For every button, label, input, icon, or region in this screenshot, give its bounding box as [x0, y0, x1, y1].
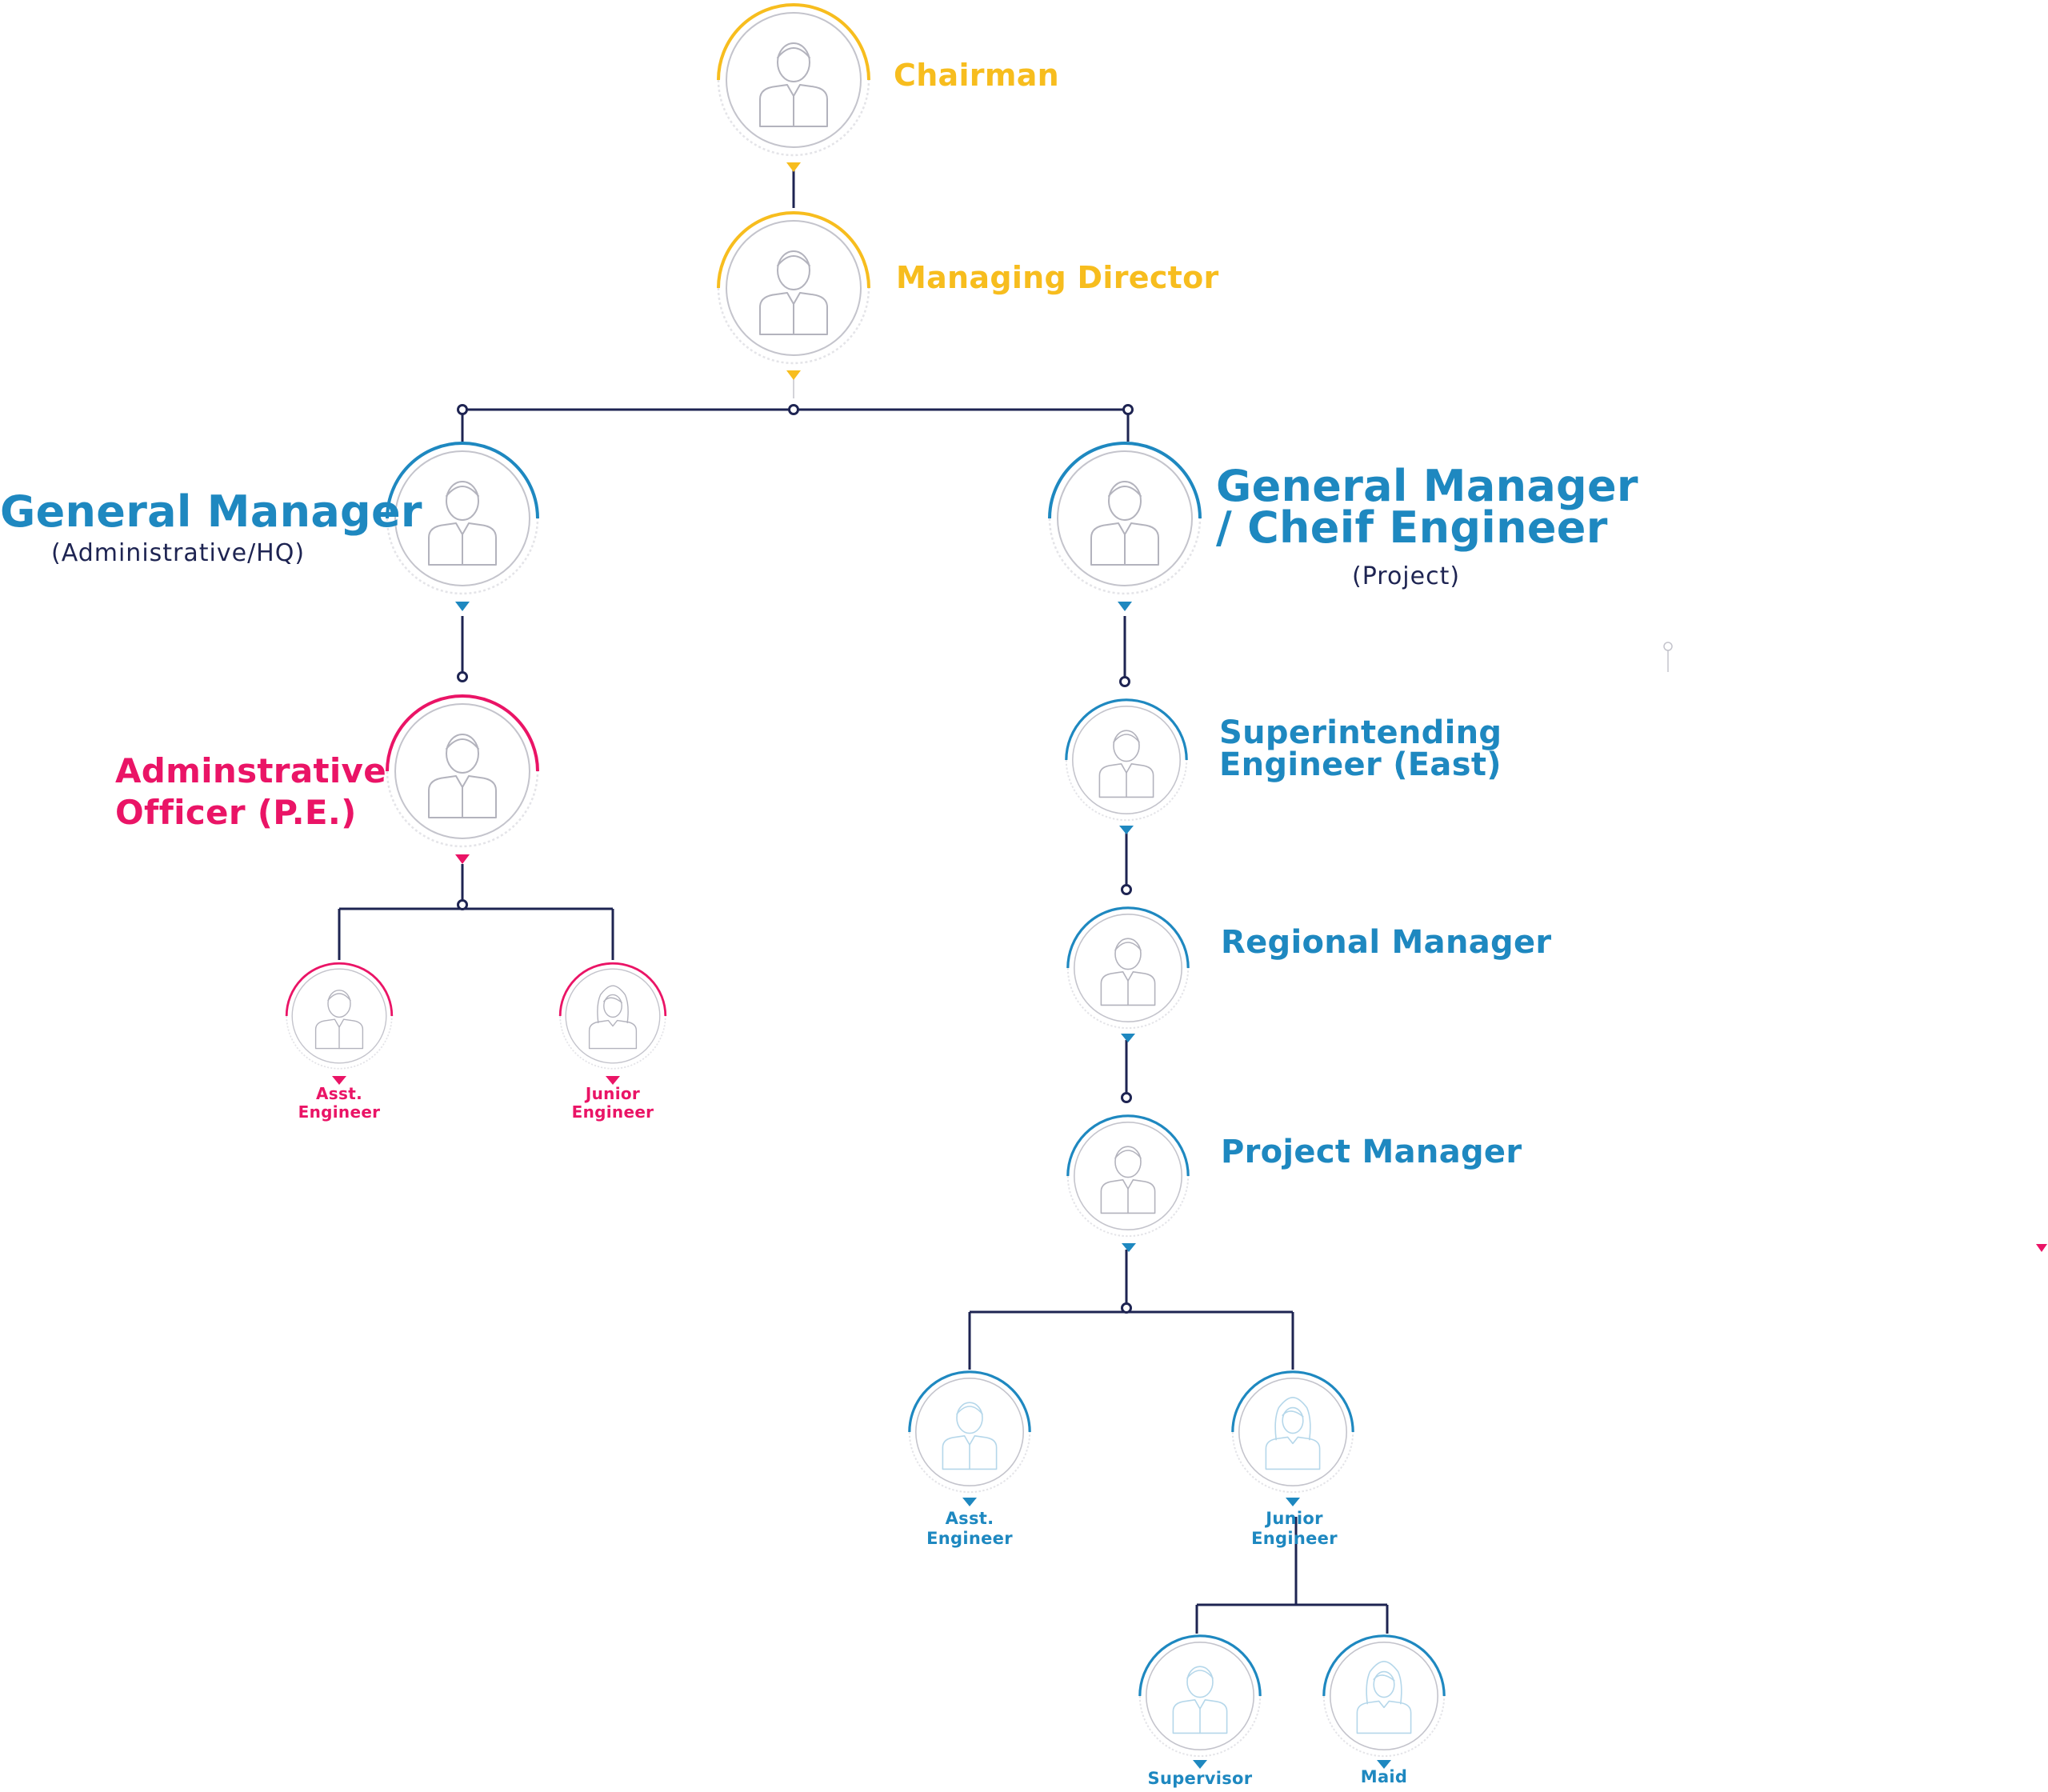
pointer-superintending — [1119, 826, 1134, 834]
project-asst-engineer-line2: Engineer — [926, 1529, 1013, 1548]
node-project-junior-engineer[interactable] — [1229, 1368, 1357, 1496]
superintending-engineer-line2: Engineer (East) — [1219, 746, 1502, 783]
superintending-engineer-label: Superintending Engineer (East) — [1219, 717, 1502, 781]
project-junior-engineer-line1: Junior — [1266, 1509, 1323, 1528]
pointer-regional — [1121, 1034, 1135, 1042]
male-avatar-icon — [717, 3, 870, 157]
pointer-gm-project — [1118, 602, 1132, 611]
project-asst-engineer-line1: Asst. — [945, 1509, 994, 1528]
node-admin-officer[interactable] — [382, 691, 542, 851]
node-gm-admin[interactable] — [382, 438, 542, 598]
pointer-gm-admin — [455, 602, 470, 611]
admin-asst-engineer-line1: Asst. — [316, 1084, 362, 1103]
node-regional-manager[interactable] — [1064, 904, 1192, 1032]
male-avatar-icon — [386, 442, 539, 595]
male-avatar-icon — [1138, 1634, 1262, 1758]
node-gm-project[interactable] — [1045, 438, 1205, 598]
admin-officer-label-line1: Adminstrative — [115, 751, 386, 790]
male-avatar-icon — [1066, 1114, 1190, 1238]
supervisor-label: Supervisor — [1147, 1769, 1253, 1788]
gm-project-sublabel: (Project) — [1352, 562, 1461, 590]
node-admin-junior-engineer[interactable] — [557, 960, 669, 1072]
female-avatar-icon — [1322, 1634, 1446, 1758]
male-avatar-icon — [285, 962, 394, 1070]
male-avatar-icon — [1065, 698, 1188, 822]
chairman-label: Chairman — [894, 58, 1060, 93]
male-avatar-icon — [1048, 442, 1202, 595]
gm-project-label-line1: General Manager — [1216, 461, 1638, 511]
stray-pin-mark — [1663, 642, 1673, 672]
admin-junior-engineer-label: Junior Engineer — [565, 1085, 661, 1122]
node-admin-asst-engineer[interactable] — [283, 960, 395, 1072]
admin-asst-engineer-label: Asst. Engineer — [291, 1085, 387, 1122]
node-project-asst-engineer[interactable] — [906, 1368, 1034, 1496]
node-superintending-engineer[interactable] — [1062, 696, 1190, 824]
male-avatar-icon — [717, 211, 870, 365]
gm-project-label-line2: / Cheif Engineer — [1216, 502, 1608, 553]
project-manager-label: Project Manager — [1221, 1134, 1522, 1170]
gm-project-label: General Manager / Cheif Engineer — [1216, 465, 1638, 550]
node-maid[interactable] — [1320, 1632, 1448, 1760]
pointer-project-manager — [1122, 1243, 1136, 1252]
pointer-chairman — [786, 162, 801, 172]
admin-officer-label-line2: Officer (P.E.) — [115, 793, 357, 832]
admin-asst-engineer-line2: Engineer — [298, 1102, 381, 1122]
superintending-engineer-line1: Superintending — [1219, 714, 1502, 751]
project-junior-engineer-label: Junior Engineer — [1238, 1509, 1350, 1549]
pointer-admin-junior — [606, 1076, 620, 1085]
pointer-project-asst — [962, 1498, 977, 1506]
male-avatar-icon — [1066, 906, 1190, 1030]
female-avatar-icon — [1231, 1370, 1354, 1494]
managing-director-label: Managing Director — [896, 260, 1219, 295]
male-avatar-icon — [386, 694, 539, 848]
pointer-supervisor — [1193, 1760, 1207, 1769]
stray-pink-pointer — [2036, 1244, 2047, 1252]
pointer-managing-director — [786, 370, 801, 380]
pointer-admin-asst — [332, 1076, 346, 1085]
admin-junior-engineer-line1: Junior — [585, 1084, 641, 1103]
maid-label: Maid — [1360, 1767, 1408, 1786]
node-managing-director[interactable] — [714, 208, 874, 368]
regional-manager-label: Regional Manager — [1221, 924, 1552, 961]
project-asst-engineer-label: Asst. Engineer — [914, 1509, 1026, 1549]
node-project-manager[interactable] — [1064, 1112, 1192, 1240]
project-junior-engineer-line2: Engineer — [1251, 1529, 1338, 1548]
node-chairman[interactable] — [714, 0, 874, 160]
gm-admin-label: General Manager — [0, 486, 422, 537]
pointer-maid — [1377, 1760, 1391, 1769]
gm-admin-sublabel: (Administrative/HQ) — [51, 539, 306, 567]
admin-junior-engineer-line2: Engineer — [571, 1102, 654, 1122]
pointer-project-junior — [1286, 1498, 1300, 1506]
male-avatar-icon — [908, 1370, 1031, 1494]
node-supervisor[interactable] — [1136, 1632, 1264, 1760]
female-avatar-icon — [558, 962, 667, 1070]
admin-officer-label: Adminstrative Officer (P.E.) — [115, 750, 386, 834]
pointer-admin-officer — [455, 854, 470, 864]
